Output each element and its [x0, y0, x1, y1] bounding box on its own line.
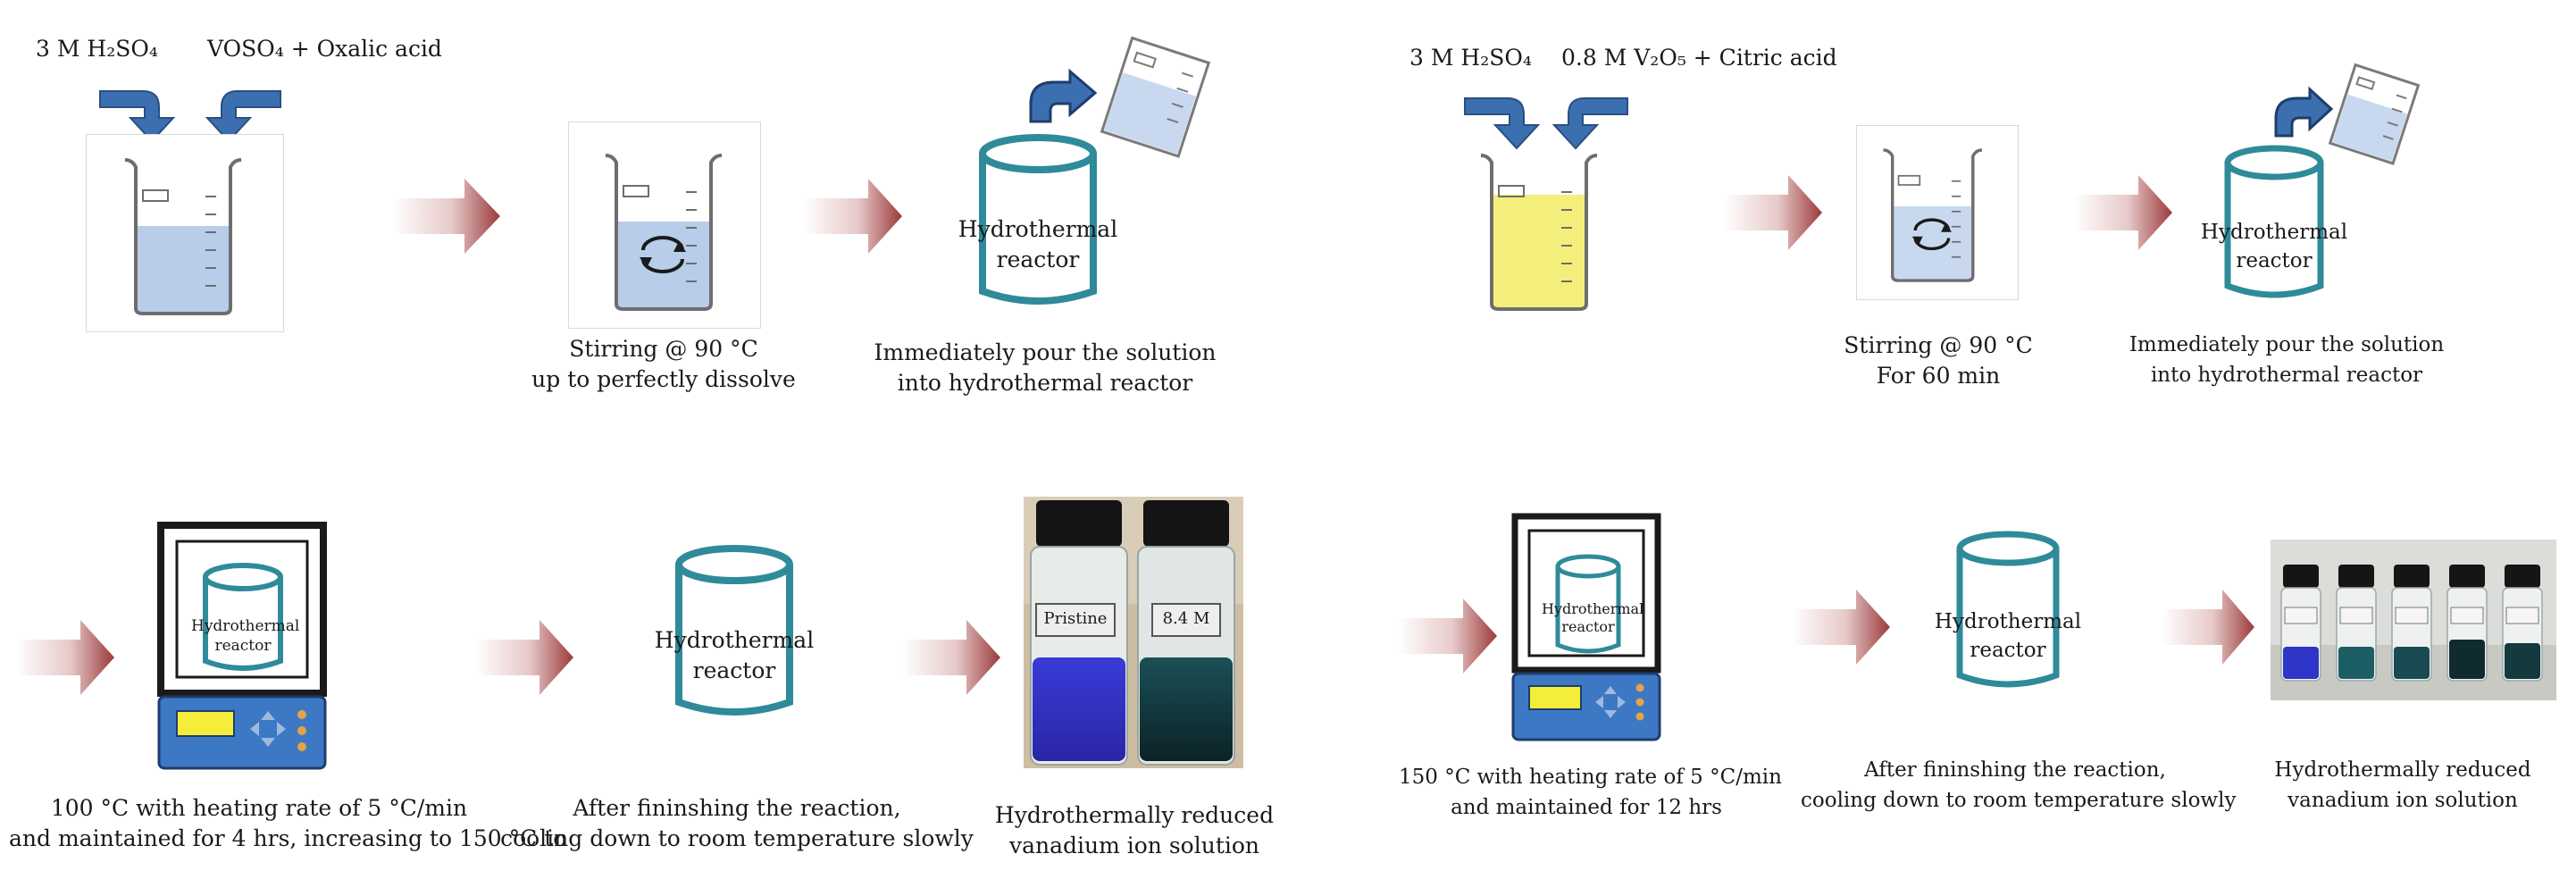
pour-in-arrow-left-icon: [1464, 97, 1541, 150]
reagent-acid-label: 3 M H₂SO₄: [36, 36, 158, 62]
result-caption-line-2: vanadium ion solution: [1008, 833, 1260, 858]
stir-caption-line-1: Stirring @ 90 °C: [1844, 332, 2033, 358]
stirring-beaker-icon: [605, 154, 723, 311]
reactor-label-line-1: Hydrothermal: [2200, 221, 2348, 244]
result-caption-line-2: vanadium ion solution: [2287, 789, 2518, 812]
pour-caption-line-1: Immediately pour the solution: [874, 339, 1217, 365]
process-arrow: [2162, 590, 2254, 665]
vial-photo: Pristine 8.4 M: [1024, 497, 1243, 768]
process-arrow: [804, 179, 902, 254]
hydrothermal-reactor-icon: [979, 134, 1097, 305]
vials-photo-image: [2271, 540, 2556, 700]
small-reactor-label-line-2: reactor: [214, 637, 272, 655]
heat-caption-line-1: 100 °C with heating rate of 5 °C/min: [50, 795, 468, 821]
reactor-label-line-1: Hydrothermal: [654, 627, 815, 653]
vial-label-pristine: Pristine: [1043, 609, 1108, 628]
hydrothermal-reactor-icon: [2224, 145, 2324, 298]
reagent-vanadium-label: VOSO₄ + Oxalic acid: [207, 36, 442, 62]
hydrothermal-reactor-icon: [1956, 531, 2060, 688]
reactor-label-line-1: Hydrothermal: [958, 216, 1118, 242]
small-reactor-icon: [1555, 554, 1621, 654]
pour-arrow-icon: [2274, 86, 2334, 138]
tilted-beaker-icon: [2328, 63, 2421, 165]
pour-arrow-icon: [1029, 68, 1098, 123]
cool-caption-line-2: cooling down to room temperature slowly: [500, 825, 974, 851]
oven-icon: [157, 522, 327, 770]
reactor-label-line-2: reactor: [996, 247, 1080, 272]
process-arrow: [2074, 175, 2172, 250]
vials-photo-image: [1024, 497, 1243, 768]
process-arrow: [1399, 599, 1497, 674]
pour-caption-line-2: into hydrothermal reactor: [897, 370, 1193, 396]
small-reactor-label-line-1: Hydrothermal: [191, 617, 300, 635]
stirring-beaker-icon: [1883, 148, 1983, 282]
reactor-label-line-2: reactor: [1970, 639, 2046, 662]
pour-in-arrow-right-icon: [205, 90, 281, 143]
pour-in-arrow-left-icon: [99, 90, 176, 143]
heat-caption-line-2: and maintained for 4 hrs, increasing to …: [9, 825, 567, 851]
stir-caption-line-1: Stirring @ 90 °C: [569, 336, 758, 362]
small-reactor-label-line-1: Hydrothermal: [1542, 600, 1644, 617]
heat-caption-line-1: 150 °C with heating rate of 5 °C/min: [1399, 766, 1782, 789]
cool-caption-line-1: After fininshing the reaction,: [1864, 758, 2166, 782]
oven-icon: [1511, 513, 1661, 741]
process-arrow: [393, 179, 500, 254]
stir-caption-line-2: up to perfectly dissolve: [531, 366, 796, 392]
result-caption-line-1: Hydrothermally reduced: [994, 802, 1275, 828]
beaker-icon: [1480, 154, 1598, 311]
result-caption-line-1: Hydrothermally reduced: [2274, 758, 2531, 782]
process-arrow: [475, 620, 573, 695]
vial-label-concentration: 8.4 M: [1162, 609, 1210, 628]
small-reactor-label-line-2: reactor: [1561, 618, 1615, 635]
reactor-label-line-2: reactor: [692, 657, 776, 683]
reactor-label-line-1: Hydrothermal: [1934, 610, 2082, 633]
small-reactor-icon: [203, 563, 283, 671]
process-arrow: [1724, 175, 1822, 250]
reagent-acid-label: 3 M H₂SO₄: [1409, 45, 1532, 71]
heat-caption-line-2: and maintained for 12 hrs: [1451, 796, 1722, 819]
pour-caption-line-2: into hydrothermal reactor: [2150, 364, 2423, 387]
reagent-vanadium-label: 0.8 M V₂O₅ + Citric acid: [1561, 45, 1837, 71]
process-arrow: [902, 620, 1000, 695]
reactor-label-line-2: reactor: [2236, 249, 2313, 272]
pour-in-arrow-right-icon: [1551, 97, 1628, 150]
vial-row-photo: [2271, 540, 2556, 700]
stir-caption-line-2: For 60 min: [1876, 363, 2001, 389]
process-arrow: [16, 620, 114, 695]
beaker-icon: [124, 158, 242, 315]
cool-caption-line-1: After fininshing the reaction,: [573, 795, 901, 821]
cool-caption-line-2: cooling down to room temperature slowly: [1801, 789, 2237, 812]
pour-caption-line-1: Immediately pour the solution: [2129, 333, 2445, 356]
hydrothermal-reactor-icon: [675, 545, 793, 716]
process-arrow: [1792, 590, 1890, 665]
tilted-beaker-icon: [1100, 36, 1211, 158]
